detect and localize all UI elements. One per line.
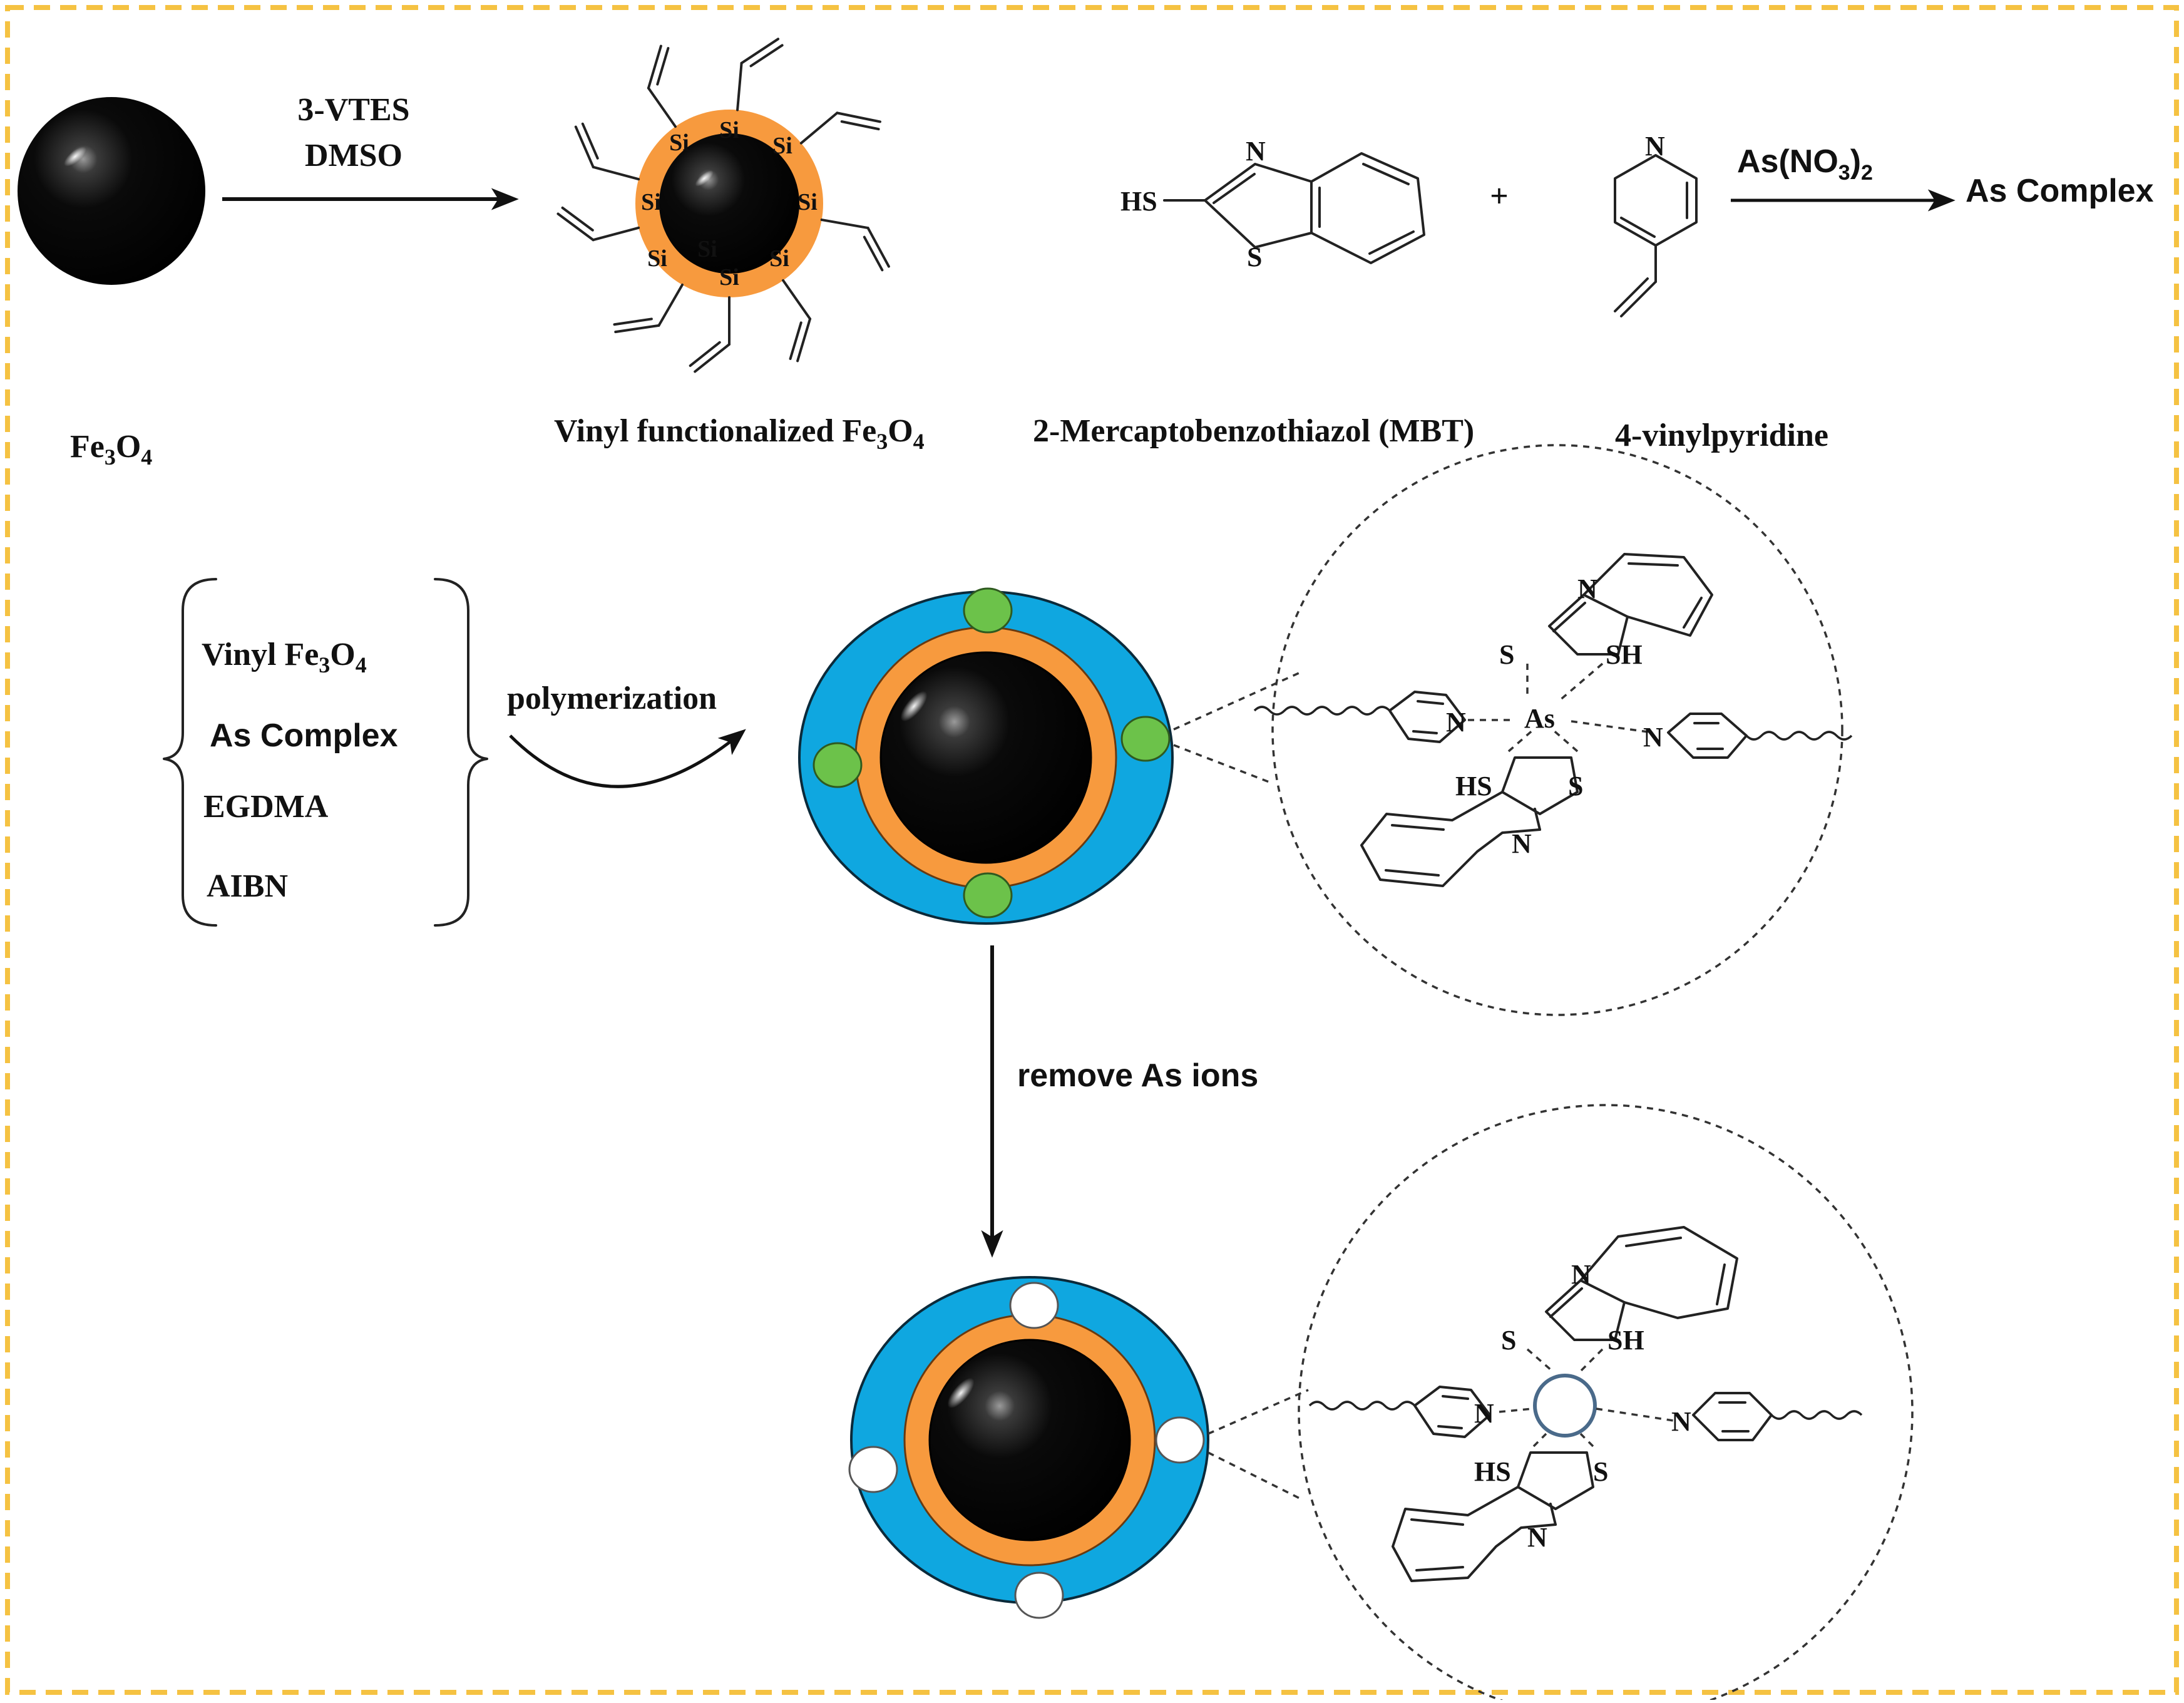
- as-nitrate-reagent: As(NO3)2: [1737, 143, 1873, 185]
- step1-reagent-dmso: DMSO: [305, 138, 402, 173]
- as-complex-product: As Complex: [1966, 173, 2154, 209]
- vinyl-group: [613, 283, 684, 334]
- si-atom-label: Si: [697, 236, 717, 262]
- fe3o4-particle: [18, 97, 205, 285]
- detail-bottom-sh1: SH: [1607, 1325, 1644, 1356]
- cavity-right: [1155, 1416, 1205, 1464]
- vinylpyridine-label: 4-vinylpyridine: [1615, 418, 1828, 453]
- component-aibn: AIBN: [207, 868, 288, 904]
- detail-top-s2: S: [1568, 771, 1583, 801]
- cavity-bottom: [1014, 1572, 1064, 1619]
- zoom-line-top-1: [1173, 672, 1300, 731]
- as-site-bottom: [963, 872, 1013, 918]
- detail-top-n-right: N: [1643, 722, 1663, 753]
- imprinted-particle-as: [798, 587, 1174, 925]
- cavity-top: [1009, 1282, 1059, 1329]
- mbt-hs: HS: [1120, 186, 1157, 217]
- vinyl-group: [736, 38, 784, 111]
- vinyl-group: [574, 122, 640, 181]
- si-atom-label: Si: [769, 245, 789, 272]
- component-as-complex: As Complex: [210, 718, 398, 754]
- as-complex-detail: [1253, 553, 1853, 887]
- detail-top-hs2: HS: [1455, 771, 1492, 801]
- si-atom-label: Si: [647, 245, 667, 272]
- vinyl-fe3o4-label: Vinyl functionalized Fe3O4: [554, 413, 925, 454]
- detail-bottom-n1: N: [1571, 1259, 1591, 1290]
- detail-top-n1: N: [1577, 574, 1597, 604]
- detail-bottom-n-left: N: [1474, 1398, 1494, 1429]
- vinyl-group: [689, 296, 731, 373]
- si-atom-label: Si: [719, 117, 739, 143]
- zoom-circle-top: [1271, 444, 1843, 1016]
- cavity-left: [848, 1446, 898, 1493]
- si-atom-label: Si: [772, 133, 792, 159]
- detail-top-s1: S: [1499, 639, 1514, 670]
- zoom-line-top-2: [1173, 744, 1271, 784]
- si-atom-label: Si: [669, 130, 689, 156]
- vinyl-group: [820, 219, 890, 272]
- zoom-line-bottom-2: [1207, 1451, 1303, 1501]
- vinyl-group: [647, 44, 677, 128]
- detail-top-n-left: N: [1446, 707, 1466, 738]
- polymerization-label: polymerization: [507, 681, 717, 716]
- mbt-structure: [1163, 152, 1425, 264]
- left-brace: [163, 578, 217, 927]
- si-atom-label: Si: [797, 189, 818, 215]
- outer-frame: [5, 5, 2179, 1695]
- remove-label: remove As ions: [1017, 1057, 1258, 1094]
- detail-bottom-n-right: N: [1671, 1406, 1691, 1437]
- component-vinyl-fe3o4: Vinyl Fe3O4: [202, 637, 367, 677]
- right-brace: [434, 578, 488, 927]
- zoom-line-bottom-1: [1207, 1389, 1309, 1435]
- cavity-detail: [1308, 1226, 1863, 1582]
- as-site-top: [963, 587, 1013, 634]
- vinyl-arms: [556, 38, 890, 373]
- detail-top-n2: N: [1512, 828, 1532, 859]
- zoom-circle-bottom: [1298, 1104, 1914, 1703]
- detail-bottom-n2: N: [1527, 1522, 1547, 1553]
- detail-top-sh1: SH: [1606, 639, 1643, 670]
- detail-bottom-s1: S: [1501, 1325, 1516, 1356]
- component-egdma: EGDMA: [203, 789, 329, 825]
- polymerization-arrow: [509, 729, 746, 788]
- empty-cavity: [1533, 1374, 1597, 1438]
- imprinted-particle-cavities: [848, 1276, 1209, 1619]
- mbt-s: S: [1247, 242, 1262, 272]
- detail-top-as: As: [1524, 703, 1555, 734]
- mbt-label: 2-Mercaptobenzothiazol (MBT): [1033, 413, 1474, 449]
- vinyl-group: [799, 111, 881, 145]
- plus-sign: +: [1490, 178, 1509, 214]
- as-site-left: [813, 742, 863, 788]
- si-atom-label: Si: [641, 189, 661, 215]
- vinyl-group: [556, 206, 640, 242]
- fe3o4-label: Fe3O4: [70, 429, 152, 470]
- vinylpyridine-n: N: [1645, 131, 1665, 162]
- step1-reagent-vtes: 3-VTES: [297, 92, 409, 128]
- vinylpyridine-structure: [1614, 154, 1698, 317]
- vinyl-group: [782, 279, 812, 363]
- si-atom-label: Si: [719, 264, 739, 291]
- detail-bottom-hs2: HS: [1474, 1456, 1511, 1487]
- as-site-right: [1120, 716, 1171, 762]
- mbt-n: N: [1246, 136, 1266, 167]
- detail-bottom-s2: S: [1593, 1456, 1608, 1487]
